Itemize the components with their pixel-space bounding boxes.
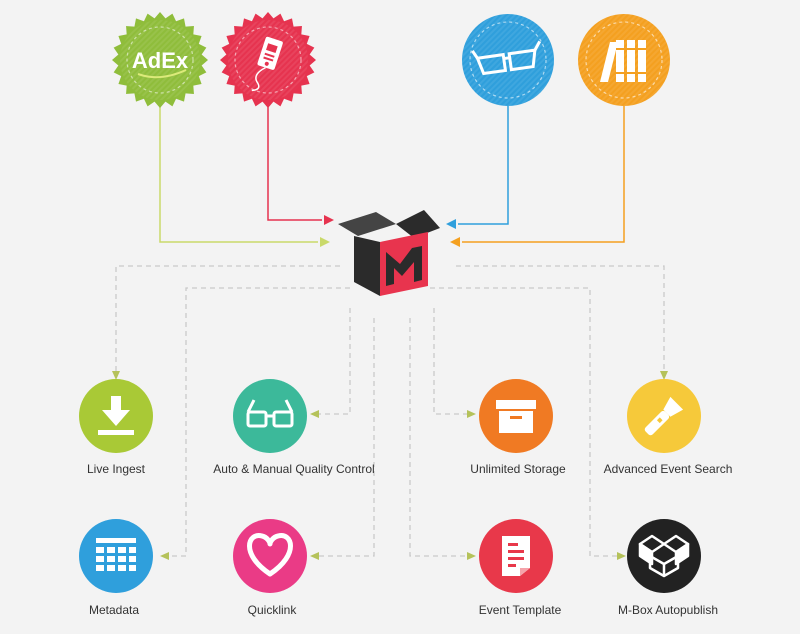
glasses-arrowhead [446,219,456,229]
adex-swoosh [137,69,187,79]
heart-icon [247,533,293,577]
event-template-label: Event Template [478,603,562,617]
tag-connector [267,100,322,221]
tag-arrowhead [324,215,334,225]
source-connectors [159,100,625,247]
advanced-event-search-badge [627,379,701,453]
books-icon [600,40,646,82]
quality-control-connector [318,308,351,415]
quality-control-label: Auto & Manual Quality Control [213,462,375,476]
dropbox-icon [638,534,690,578]
advanced-event-search-label: Advanced Event Search [603,462,733,476]
unlimited-storage-label: Unlimited Storage [470,462,566,476]
quicklink-circle [233,519,307,593]
unlimited-storage-connector [433,308,468,415]
m-box-autopublish-circle [627,519,701,593]
unlimited-storage-arrowhead [467,410,476,418]
glasses-connector [458,100,509,225]
books-seal [578,14,670,106]
metadata-circle [79,519,153,593]
live-ingest-connector [115,265,340,372]
event-template-arrowhead [467,552,476,560]
m-box-autopublish-label: M-Box Autopublish [617,603,719,617]
adex-logo-text: AdEx [132,48,189,73]
books-arrowhead [450,237,460,247]
m-box-autopublish-arrowhead [617,552,626,560]
m-box-autopublish-badge [627,519,701,593]
quality-control-arrowhead [310,410,319,418]
quicklink-badge [233,519,307,593]
m-letter [386,246,422,286]
quicklink-arrowhead [310,552,319,560]
m-box-autopublish-connector [430,287,618,557]
live-ingest-arrowhead [112,371,120,380]
adex-connector [159,100,318,243]
event-template-connector [409,318,468,557]
quicklink-label: Quicklink [247,603,297,617]
box-flap-right [396,210,440,238]
metadata-connector [168,287,350,557]
live-ingest-label: Live Ingest [86,462,146,476]
m-box-logo [338,210,440,296]
quality-control-badge [233,379,307,453]
metadata-arrowhead [160,552,169,560]
document-icon [502,536,530,576]
adex-seal: AdEx [112,12,208,108]
metadata-label: Metadata [88,603,140,617]
3d-glasses-icon [246,399,294,428]
archive-box-icon [496,400,536,433]
feature-connectors [112,265,668,560]
download-icon [98,396,134,435]
flashlight-icon [644,396,684,436]
metadata-badge [79,519,153,593]
quicklink-connector [318,318,375,557]
glasses-seal [462,14,554,106]
adex-arrowhead [320,237,330,247]
glasses-icon [471,40,542,76]
tag-icon [251,36,283,92]
advanced-event-search-arrowhead [660,371,668,380]
live-ingest-badge [79,379,153,453]
unlimited-storage-badge [479,379,553,453]
books-connector [462,100,625,243]
tag-seal [220,12,316,108]
box-flap-left [338,212,396,236]
event-template-badge [479,519,553,593]
advanced-event-search-connector [456,265,665,372]
box-side-panel [354,236,380,296]
grid-list-icon [96,538,136,571]
